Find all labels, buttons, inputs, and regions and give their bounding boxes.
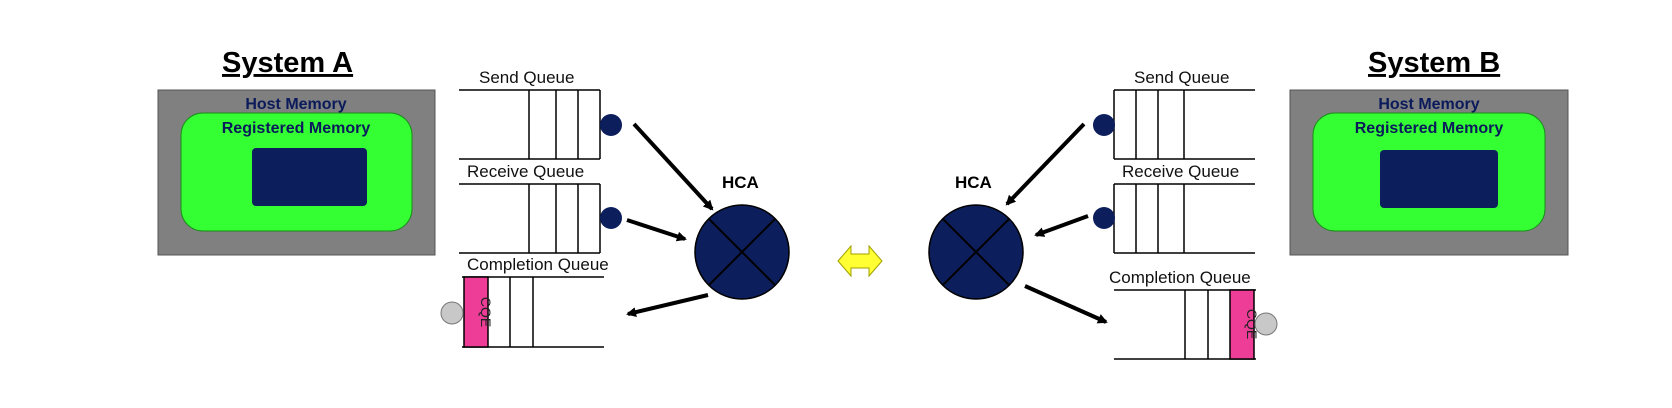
link-double-arrow <box>837 244 883 278</box>
send-to-hca-arrow <box>632 122 714 211</box>
receive-doorbell <box>1093 207 1115 229</box>
system-b-host-memory: Host Memory Registered Memory <box>1289 89 1569 256</box>
system-b-send-queue: Send Queue <box>1093 68 1255 160</box>
hca-to-completion-arrow <box>1024 284 1108 324</box>
cq-marker <box>1254 312 1278 336</box>
hca-label: HCA <box>722 173 759 192</box>
send-doorbell <box>600 114 622 136</box>
receive-to-hca-arrow <box>626 218 687 242</box>
send-queue-label: Send Queue <box>479 68 574 87</box>
receive-to-hca-arrow <box>1034 214 1089 237</box>
memory-buffer <box>1380 150 1498 208</box>
cq-marker <box>440 301 464 325</box>
host-memory-label: Host Memory <box>1378 96 1479 113</box>
system-b-completion-queue: Completion Queue CQE <box>1109 268 1278 360</box>
hca-to-completion-arrow <box>626 293 709 318</box>
system-b-receive-queue: Receive Queue <box>1093 162 1255 254</box>
send-to-hca-arrow <box>1005 122 1086 206</box>
system-a-host-memory: Host Memory Registered Memory <box>157 89 436 256</box>
receive-doorbell <box>600 207 622 229</box>
cqe-entry <box>463 276 489 348</box>
cqe-label: CQE <box>478 297 494 327</box>
cqe-entry <box>1229 289 1255 360</box>
cqe-label: CQE <box>1244 309 1260 339</box>
send-doorbell <box>1093 114 1115 136</box>
memory-buffer <box>252 148 367 206</box>
hca-label: HCA <box>955 173 992 192</box>
system-a-hca: HCA <box>694 173 790 300</box>
system-b-title: System B <box>1368 47 1500 79</box>
send-queue-label: Send Queue <box>1134 68 1229 87</box>
system-a-title: System A <box>222 47 353 79</box>
receive-queue-label: Receive Queue <box>1122 162 1239 181</box>
completion-queue-label: Completion Queue <box>467 255 609 274</box>
host-memory-label: Host Memory <box>245 96 346 113</box>
registered-memory-label: Registered Memory <box>1355 120 1504 137</box>
completion-queue-label: Completion Queue <box>1109 268 1251 287</box>
system-a-receive-queue: Receive Queue <box>459 162 622 254</box>
system-a-completion-queue: Completion Queue CQE <box>440 255 609 348</box>
receive-queue-label: Receive Queue <box>467 162 584 181</box>
system-b: System B Host Memory Registered Memory S… <box>928 47 1569 360</box>
system-b-hca: HCA <box>928 173 1024 300</box>
system-a-send-queue: Send Queue <box>459 68 622 160</box>
system-a: System A Host Memory Registered Memory S… <box>157 47 790 348</box>
registered-memory-label: Registered Memory <box>222 120 371 137</box>
